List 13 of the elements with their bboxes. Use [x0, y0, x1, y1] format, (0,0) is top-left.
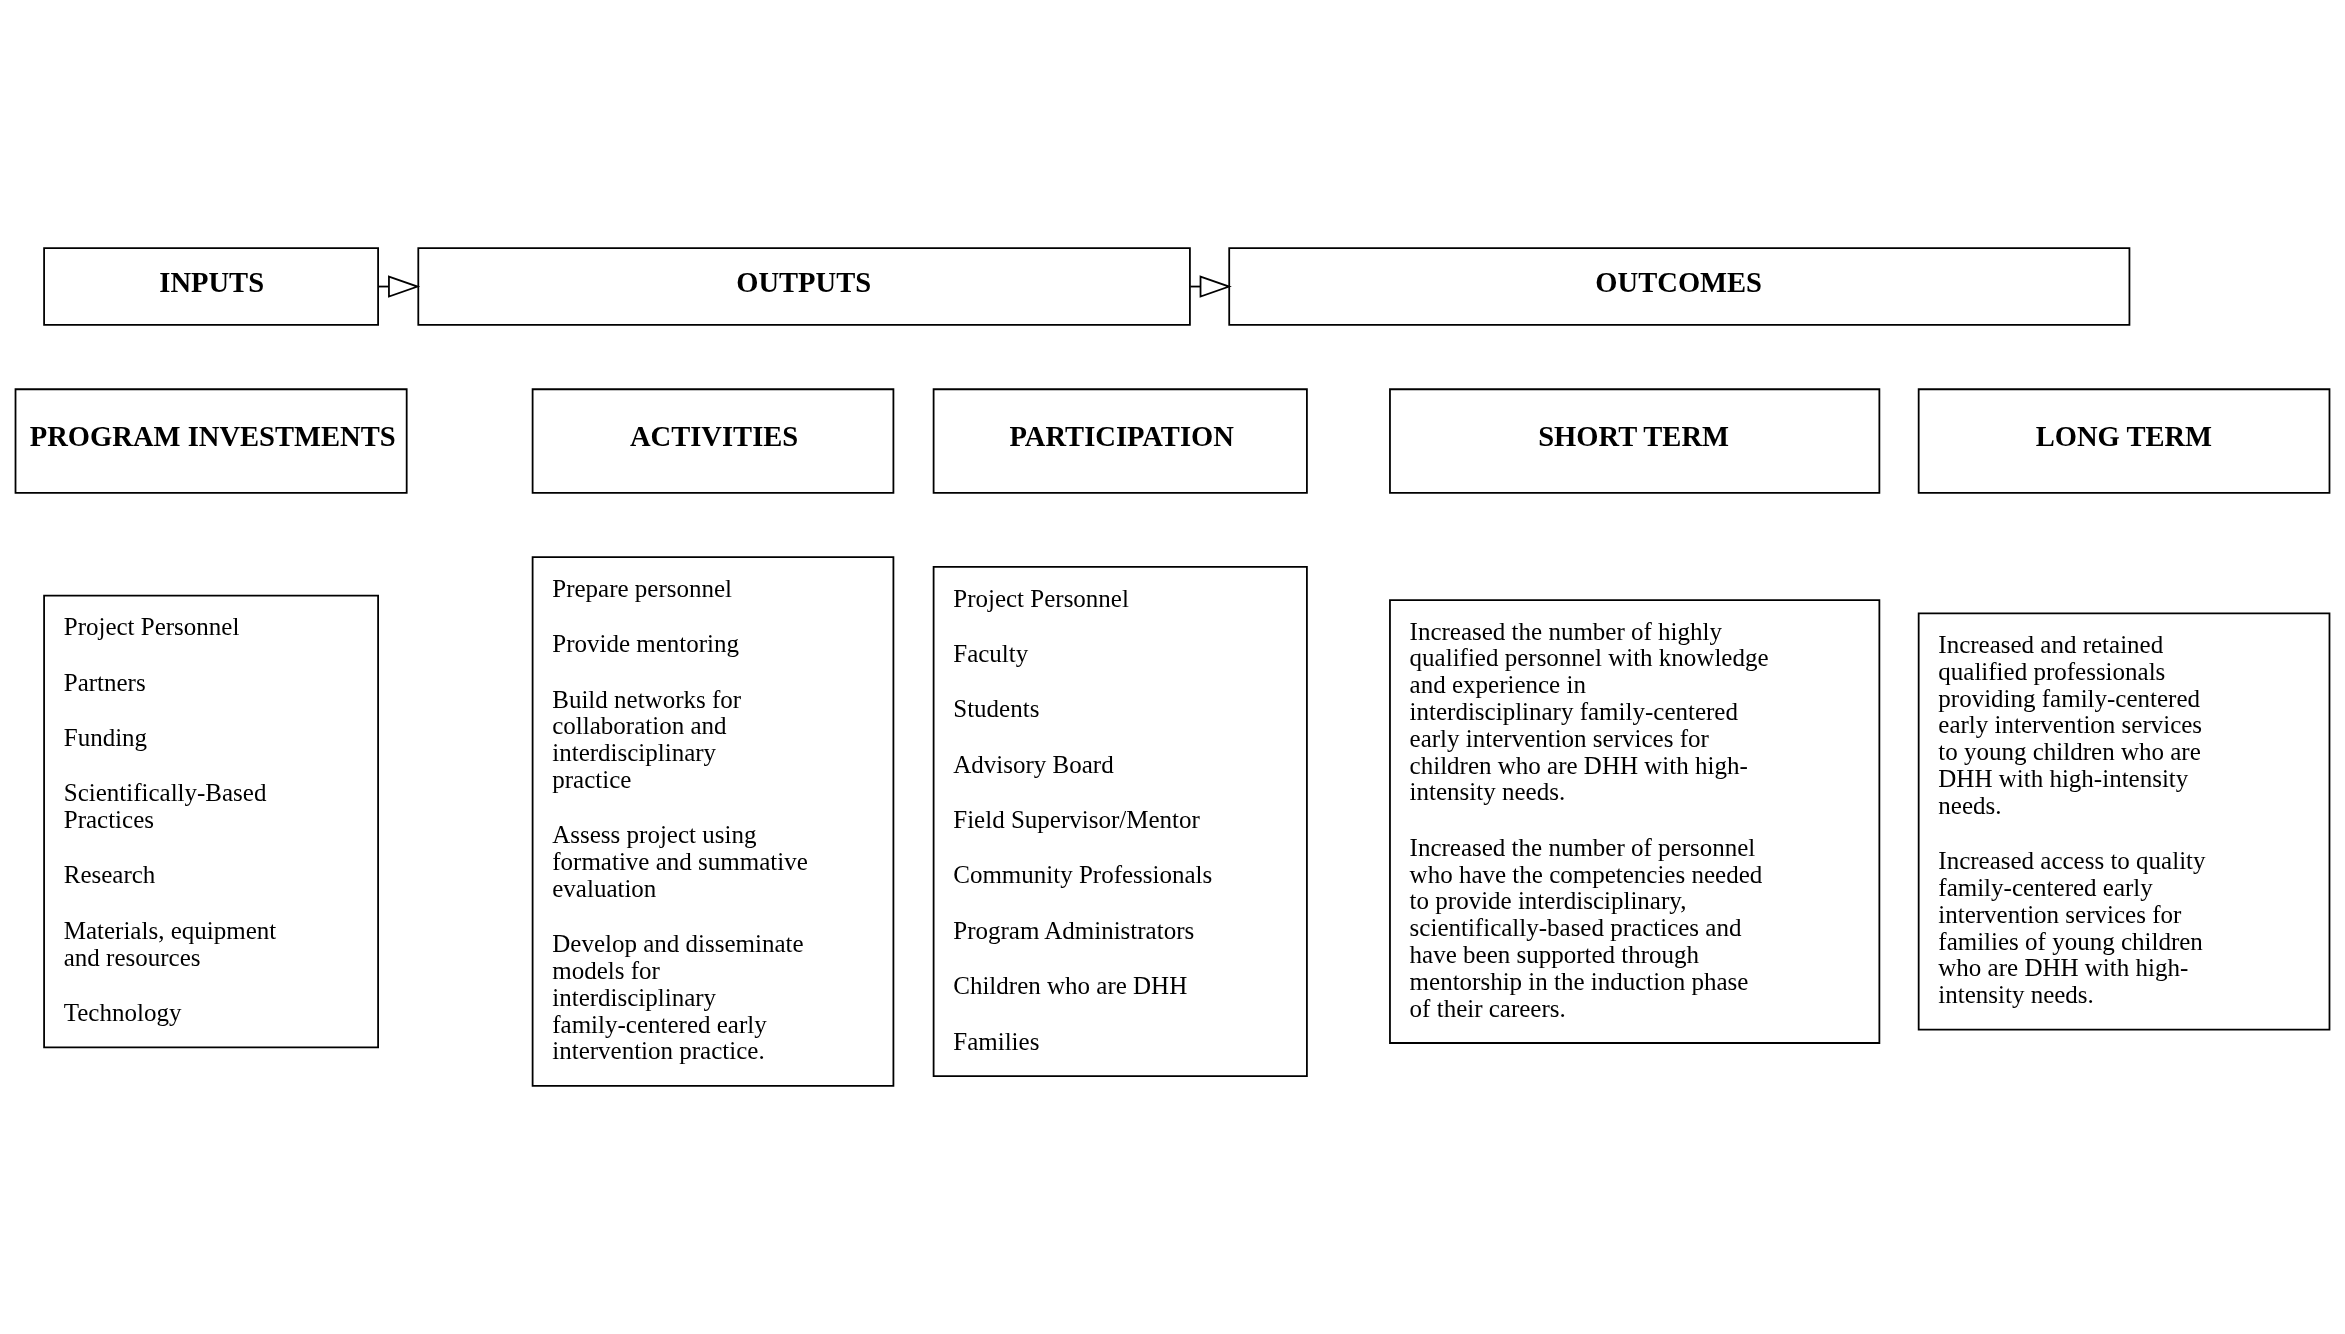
node-box: ACTIVITIES: [531, 388, 895, 494]
node-box: PARTICIPATION: [932, 388, 1308, 494]
node-box: LONG TERM: [1917, 388, 2331, 494]
node-box: INPUTS: [43, 247, 379, 326]
node-box: Project Personnel Partners Funding Scientifically-Based Practices Research Materials, equipment and resources Technology: [43, 594, 379, 1049]
node-box: Project Personnel Faculty Students Advisory Board Field Supervisor/Mentor Community Professionals Program Administrators Children who are DHH Families: [932, 566, 1308, 1077]
node-box: Increased the number of highly qualified personnel with knowledge and experience in interdisciplinary family-centered early intervention services for children who are DHH with high-intensity needs. Increased the number of personnel who have the competencies needed to provide interdisciplinary, scientifically-based practices and have been supported through mentorship in the induction phase of their careers.: [1389, 599, 1881, 1044]
node-box: Prepare personnel Provide mentoring Build networks for collaboration and interdisciplinary practice Assess project using formative and summative evaluation Develop and disseminate models for interdisciplinary family-centered early intervention practice.: [531, 556, 895, 1087]
node-box: Increased and retained qualified professionals providing family-centered early intervention services to young children who are DHH with high-intensity needs. Increased access to quality family-centered early intervention services for families of young children who are DHH with high-intensity needs.: [1917, 612, 2331, 1031]
node-box: OUTCOMES: [1228, 247, 2131, 326]
node-box: OUTPUTS: [417, 247, 1191, 326]
node-box: SHORT TERM: [1389, 388, 1881, 494]
node-box: PROGRAM INVESTMENTS: [14, 388, 408, 494]
